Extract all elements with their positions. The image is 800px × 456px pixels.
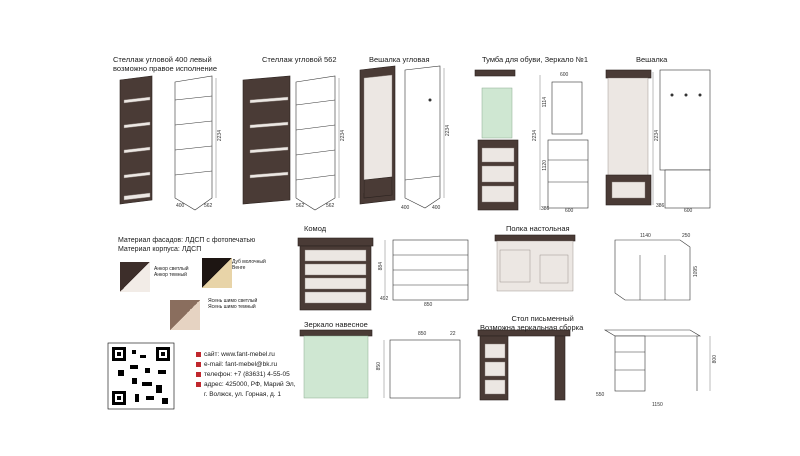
dim-zerkalo-h: 850 — [376, 362, 382, 371]
contact-block: сайт: www.fant-mebel.ru e-mail: fant-meb… — [196, 350, 295, 400]
veshalka-ugl-drawing — [404, 65, 445, 209]
polka-title: Полка настольная — [506, 224, 570, 233]
contact-site[interactable]: сайт: www.fant-mebel.ru — [196, 350, 295, 360]
dim-stellazh562-w2: 562 — [326, 203, 335, 209]
contact-phone: телефон: +7 (83631) 4-55-05 — [196, 370, 295, 380]
polka-drawing — [614, 239, 691, 301]
dim-veshalka-ugl-h: 2234 — [445, 125, 451, 137]
dim-komod-d: 492 — [380, 296, 389, 302]
veshalka-drawing — [652, 69, 711, 209]
dim-tumba-h1: 1114 — [542, 97, 548, 108]
veshalka-ugl-title: Вешалка угловая — [369, 55, 430, 64]
stol-photo — [477, 329, 571, 401]
stellazh562-title: Стеллаж угловой 562 — [262, 55, 337, 64]
dim-tumba-d: 386 — [541, 206, 550, 212]
polka-photo — [494, 234, 576, 292]
komod-drawing — [384, 239, 469, 301]
dim-zerkalo-d: 22 — [450, 331, 456, 337]
veshalka-ugl-photo — [359, 65, 396, 205]
swatch-ankor — [120, 262, 150, 292]
stellazh562-photo — [242, 75, 291, 205]
materials-text: Материал фасадов: ЛДСП с фотопечатью Мат… — [118, 237, 256, 253]
bullet-icon — [196, 381, 201, 387]
stellazh400-drawing — [174, 75, 217, 211]
dim-tumba-top: 600 — [560, 72, 569, 78]
dim-veshalka-w: 600 — [684, 208, 693, 214]
swatch-yasen — [170, 300, 200, 330]
dim-stellazh562-w1: 562 — [296, 203, 305, 209]
dim-stol-w: 1150 — [652, 402, 663, 408]
zerkalo-drawing — [383, 339, 461, 399]
swatch-dub-venge — [202, 258, 232, 288]
stellazh400-title: Стеллаж угловой 400 левый возможно право… — [113, 55, 218, 73]
contact-email[interactable]: e-mail: fant-mebel@bk.ru — [196, 360, 295, 370]
zerkalo-title: Зеркало навесное — [304, 320, 368, 329]
contact-address2: г. Волжск, ул. Горная, д. 1 — [204, 391, 282, 398]
dim-stellazh562-h: 2234 — [340, 130, 346, 142]
dim-veshalka-ugl-w2: 400 — [432, 205, 441, 211]
dim-polka-h: 1095 — [693, 266, 699, 278]
stol-drawing — [603, 329, 711, 392]
dim-stol-h: 800 — [712, 355, 718, 364]
komod-photo — [297, 237, 374, 311]
dim-komod-w: 850 — [424, 302, 433, 308]
dim-veshalka-ugl-w1: 400 — [401, 205, 410, 211]
dim-komod-h: 884 — [378, 262, 384, 271]
dim-veshalka-d: 386 — [656, 203, 665, 209]
bullet-icon — [196, 371, 201, 377]
dim-polka-d: 250 — [682, 233, 691, 239]
zerkalo-photo — [299, 329, 373, 399]
veshalka-title: Вешалка — [636, 55, 668, 64]
bullet-icon — [196, 361, 201, 367]
contact-address: адрес: 425000, РФ, Марий Эл, — [196, 380, 295, 390]
stol-title: Стол письменный Возможна зеркальная сбор… — [480, 314, 584, 332]
dim-tumba-total: 2234 — [532, 130, 538, 142]
veshalka-photo — [605, 69, 652, 206]
dim-tumba-h2: 1120 — [542, 160, 548, 171]
tumba-title: Тумба для обуви, Зеркало №1 — [482, 55, 588, 64]
dim-stellazh400-w2: 562 — [204, 203, 213, 209]
dim-tumba-w: 600 — [565, 208, 574, 214]
dim-stellazh400-h: 2234 — [217, 130, 223, 142]
dim-veshalka-h: 2234 — [654, 130, 660, 142]
tumba-drawing — [539, 75, 589, 210]
dim-polka-w: 1140 — [640, 233, 651, 239]
dim-stol-d: 550 — [596, 392, 605, 398]
stellazh562-drawing — [295, 75, 340, 211]
stellazh400-photo — [119, 75, 153, 205]
bullet-icon — [196, 351, 201, 357]
dim-zerkalo-w: 850 — [418, 331, 427, 337]
dim-stellazh400-w1: 400 — [176, 203, 185, 209]
qr-code — [107, 342, 175, 410]
tumba-photo — [474, 69, 519, 211]
komod-title: Комод — [304, 224, 327, 233]
